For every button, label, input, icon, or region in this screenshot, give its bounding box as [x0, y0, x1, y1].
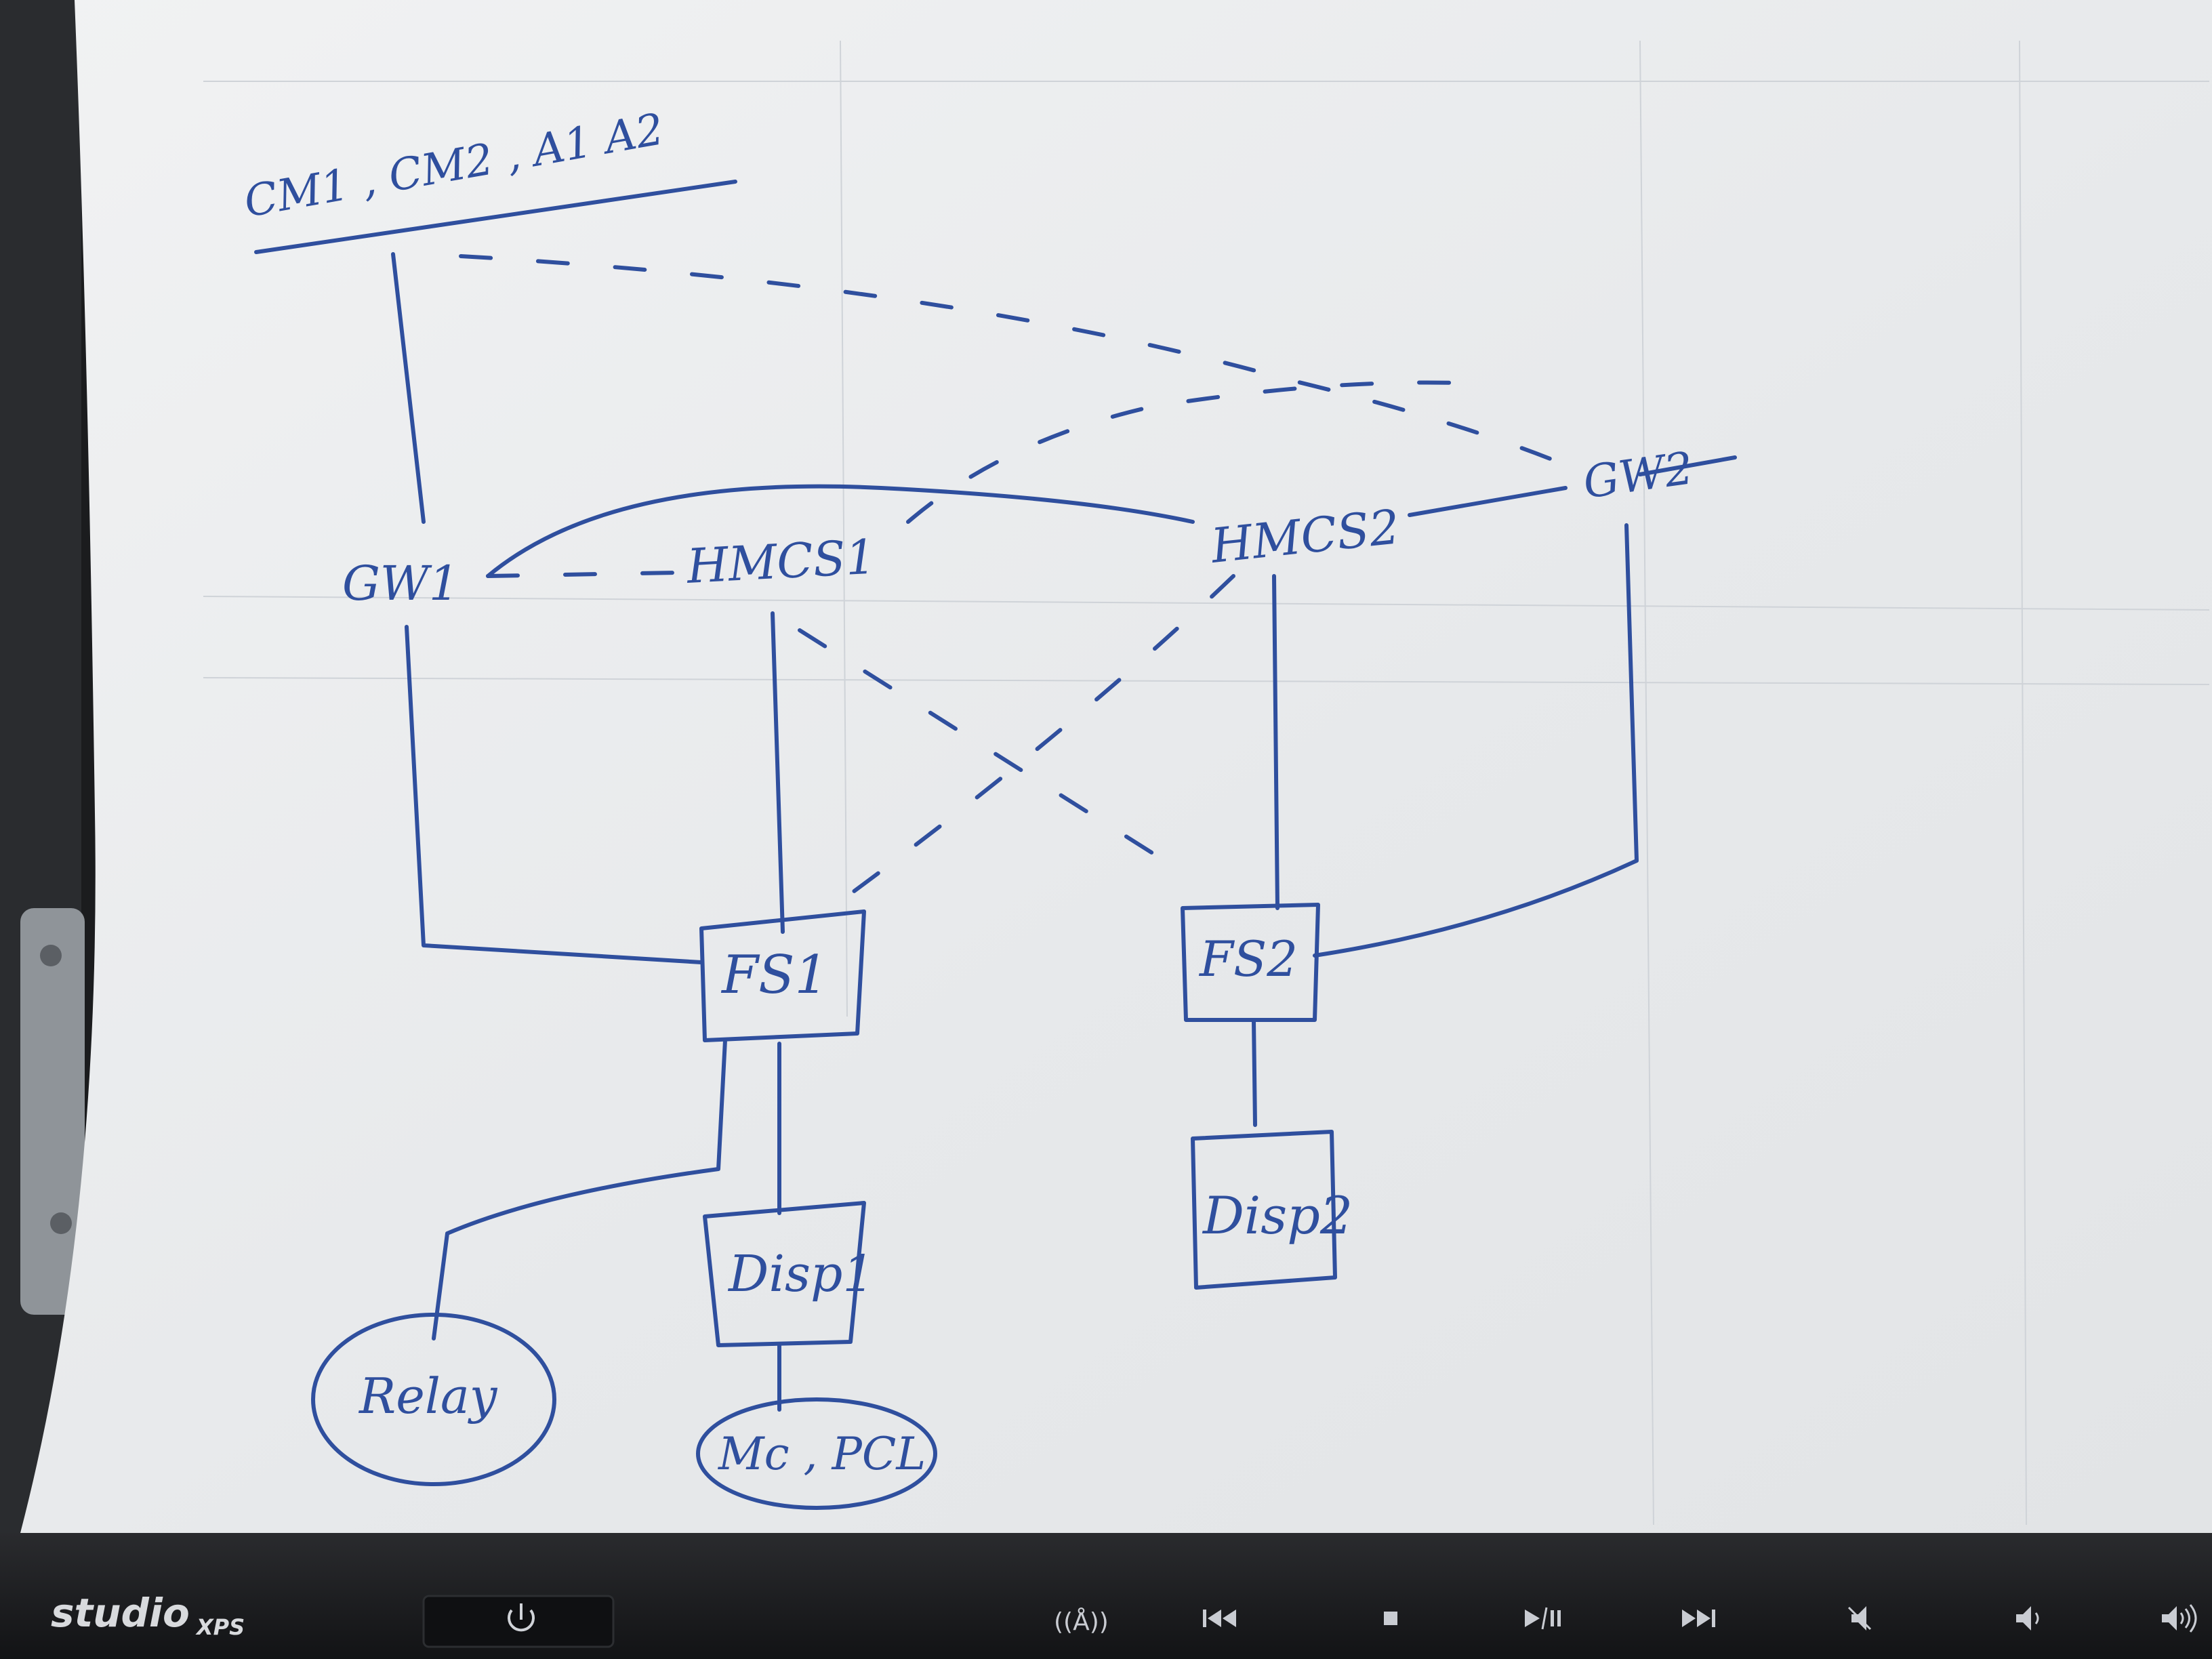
stop-button[interactable]: [1384, 1612, 1397, 1625]
wireless-icon: ((Å)): [1054, 1607, 1109, 1636]
link-hmcs1-gw2-dashed: [906, 380, 1459, 524]
next-track-button[interactable]: [1682, 1610, 1715, 1627]
fs2-box: [1181, 903, 1320, 1022]
hinge-screw: [40, 945, 62, 966]
fs1-box: [699, 909, 866, 1042]
hmcs1-label: HMCS1: [684, 529, 878, 594]
link-gw1-hmcs2: [486, 484, 1195, 578]
link-fs2-disp2: [1252, 1018, 1257, 1127]
paper-sheet: [20, 0, 2212, 1538]
gw2-tail: [1638, 455, 1737, 476]
paper-grid: [203, 40, 2210, 1525]
relay-label: Relay: [358, 1368, 498, 1425]
disp1-label: Disp1: [727, 1245, 874, 1303]
disp1-box: [703, 1201, 866, 1347]
volume-up-icon: [2162, 1604, 2197, 1633]
disp2-label: Disp2: [1202, 1185, 1353, 1246]
disp2-box: [1191, 1130, 1337, 1290]
play-pause-icon: [1525, 1607, 1561, 1630]
mcpcl-ellipse: [696, 1397, 937, 1510]
brand-logo: studio: [51, 1590, 190, 1636]
bus-line: [254, 180, 737, 254]
volume-up-button[interactable]: [2162, 1604, 2197, 1633]
brand-sub: XPS: [195, 1614, 245, 1640]
mute-button[interactable]: [1847, 1606, 1872, 1631]
power-button[interactable]: [422, 1595, 615, 1648]
mute-icon: [1847, 1606, 1872, 1631]
hinge-screw: [50, 1212, 72, 1234]
power-icon: [508, 1603, 535, 1632]
previous-track-button[interactable]: [1203, 1610, 1236, 1627]
next-track-icon: [1682, 1610, 1715, 1627]
fs1-label: FS1: [720, 945, 828, 1006]
stop-icon: [1384, 1612, 1397, 1625]
play-pause-button[interactable]: [1525, 1607, 1561, 1630]
link-hmcs2-fs2: [1272, 574, 1279, 910]
link-hmcs2-fs1-dashed: [838, 574, 1235, 903]
fs2-label: FS2: [1198, 930, 1298, 987]
link-gw1-fs1: [405, 625, 703, 964]
link-bus-gw2-dashed: [459, 254, 1574, 470]
link-gw2-fs2: [1313, 523, 1639, 958]
volume-down-icon: [2016, 1606, 2039, 1631]
gw1-label: GW1: [342, 556, 459, 611]
link-hmcs2-gw2: [1408, 486, 1568, 517]
previous-track-icon: [1203, 1610, 1236, 1627]
bottom-bezel: [0, 1533, 2212, 1659]
monitor-hinge: [20, 908, 85, 1315]
link-fs1-relay: [432, 1038, 727, 1340]
wireless-button[interactable]: ((Å)): [1054, 1607, 1109, 1636]
mcpcl-label: Mc , PCL: [718, 1428, 926, 1480]
link-bus-gw1: [391, 252, 426, 524]
volume-down-button[interactable]: [2016, 1606, 2039, 1631]
link-hmcs1-fs1: [771, 611, 785, 934]
relay-ellipse: [311, 1313, 556, 1486]
link-hmcs1-fs2-dashed: [798, 628, 1188, 876]
link-gw1-hmcs1-dashed: [486, 571, 680, 578]
